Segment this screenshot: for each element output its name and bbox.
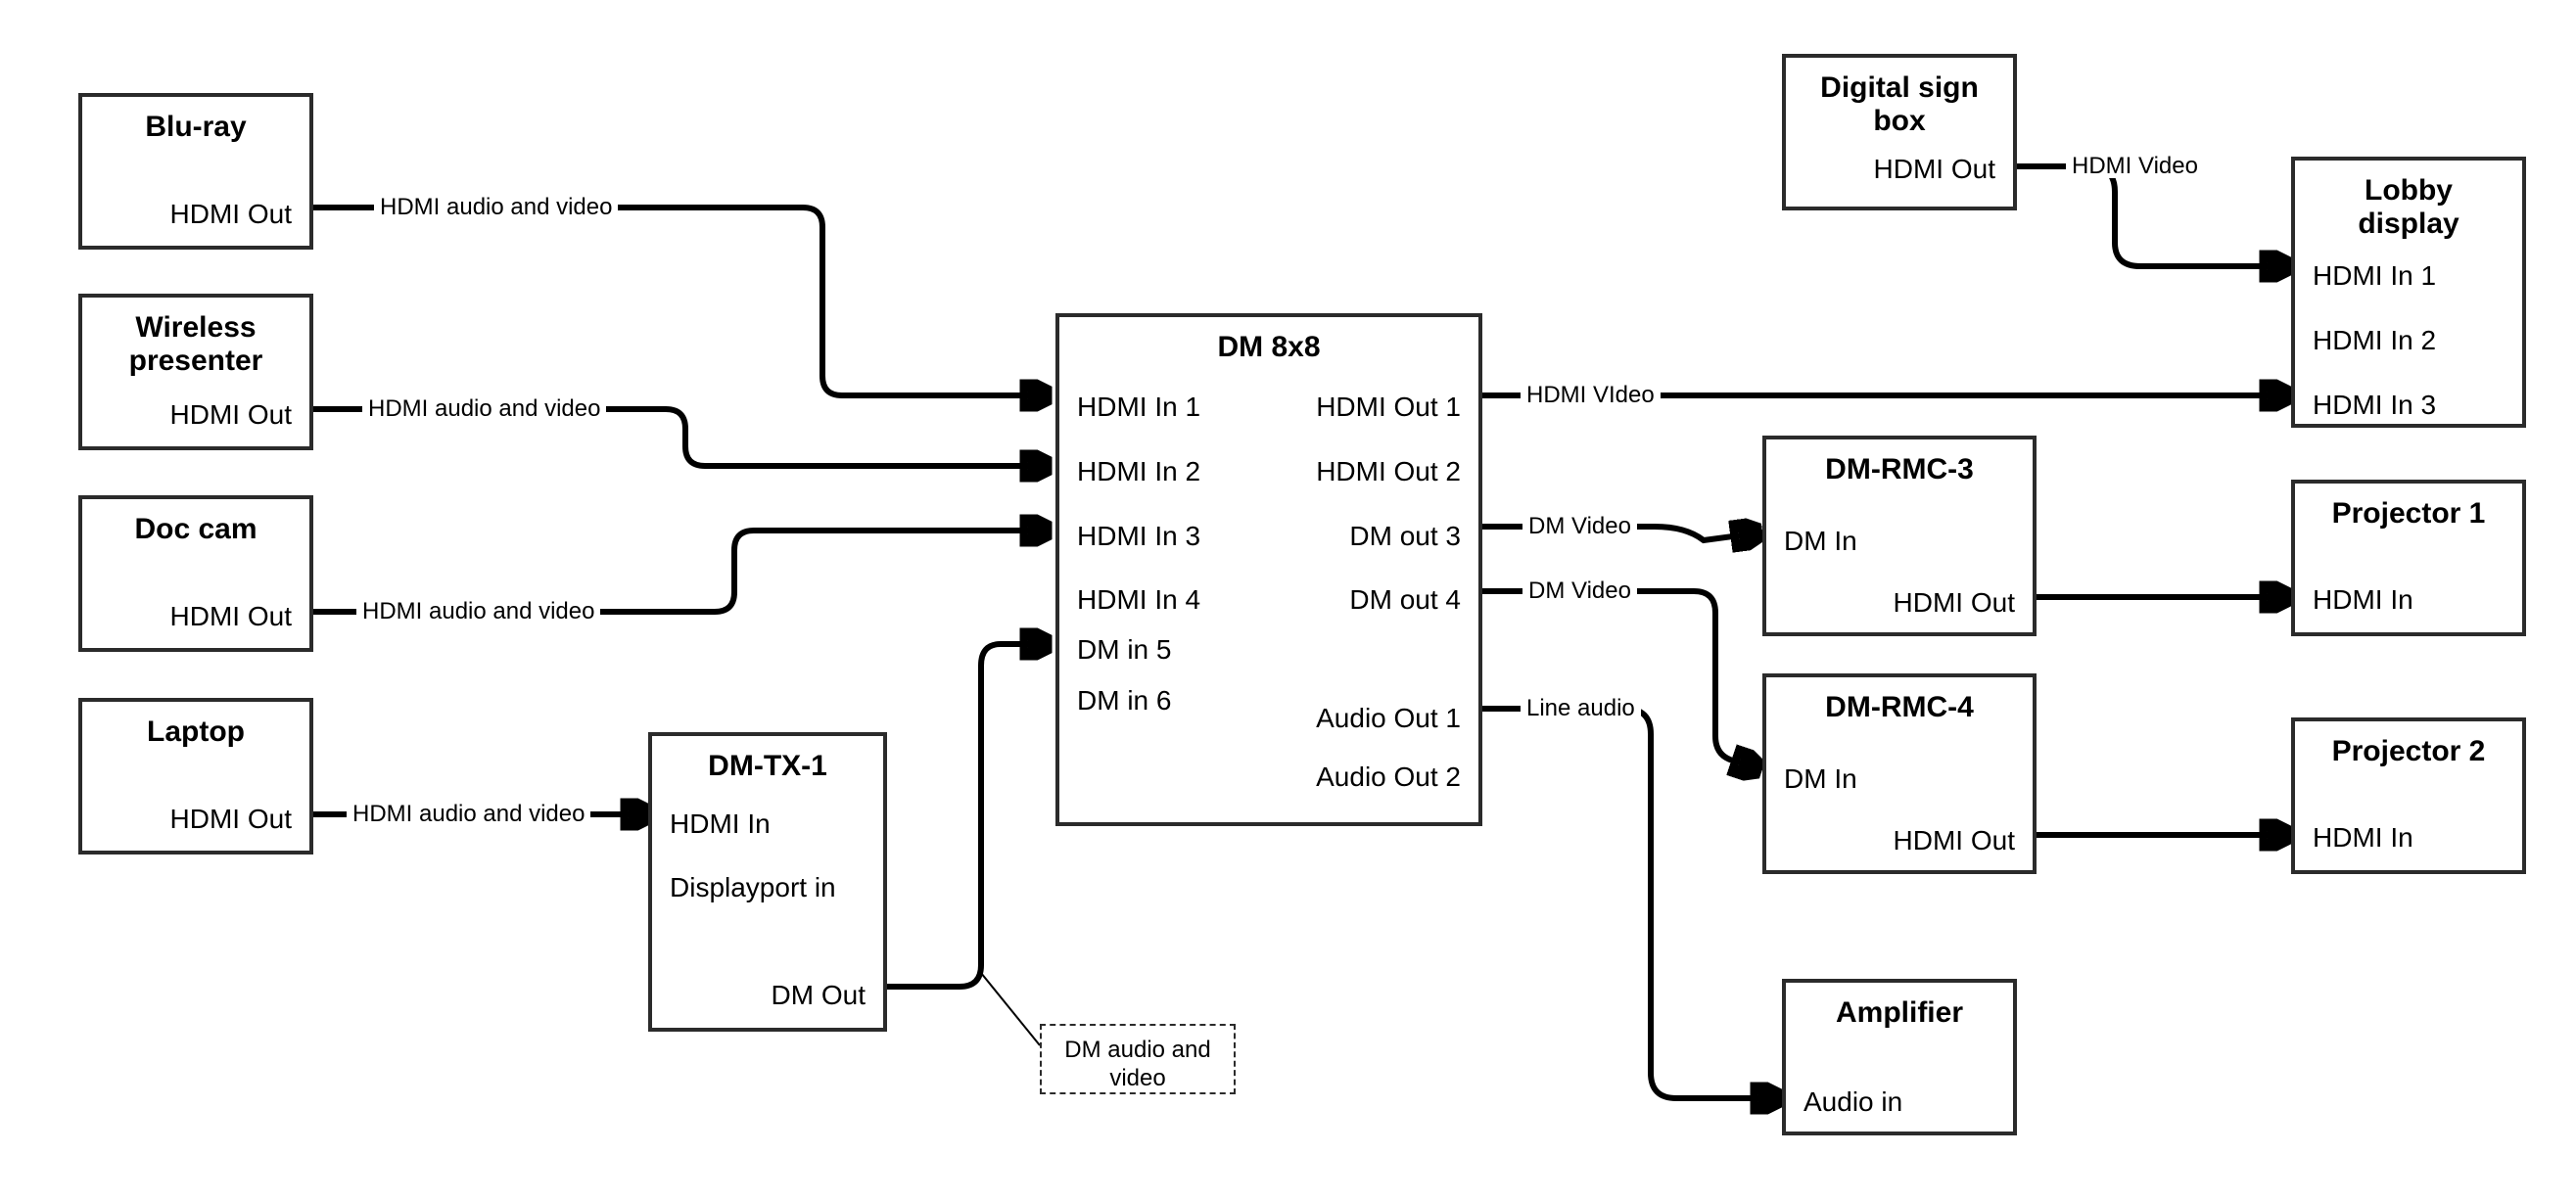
node-projector-1-title: Projector 1 [2331, 497, 2486, 530]
node-amplifier-title: Amplifier [1835, 996, 1964, 1029]
node-dm-8x8-input-6: DM in 6 [1077, 685, 1172, 716]
node-dm-rmc-4-port-hdmi-out: HDMI Out [1893, 825, 2015, 855]
node-digital-sign-box-title: Digital sign box [1820, 71, 1979, 137]
edge-label-dmout3-to-rmc3: DM Video [1522, 515, 1637, 538]
node-dm-8x8-output-5: Audio Out 1 [1316, 703, 1461, 733]
node-bluray-title: Blu-ray [145, 111, 247, 143]
wire-doccam-to-dm-in3 [313, 531, 1044, 615]
node-dm-rmc-3-port-hdmi-out: HDMI Out [1893, 587, 2015, 618]
node-wireless-presenter[interactable]: Wireless presenter HDMI Out [78, 294, 313, 450]
node-dm-8x8-input-2: HDMI In 2 [1077, 456, 1201, 486]
node-wireless-presenter-port-hdmi-out: HDMI Out [169, 399, 292, 430]
node-digital-sign-box-port-hdmi-out: HDMI Out [1873, 154, 1995, 184]
node-dm-tx-1-port-displayport-in: Displayport in [670, 872, 836, 902]
edge-label-hdmiout1-to-lobby: HDMI VIdeo [1521, 384, 1661, 407]
node-dm-tx-1[interactable]: DM-TX-1 HDMI In Displayport in DM Out [648, 732, 887, 1032]
wire-wireless-to-dm-in2 [313, 406, 1044, 466]
node-projector-2-title: Projector 2 [2331, 735, 2486, 767]
edge-label-audioout1-to-amp: Line audio [1521, 697, 1641, 720]
node-bluray-port-hdmi-out: HDMI Out [169, 199, 292, 229]
node-dm-rmc-4[interactable]: DM-RMC-4 DM In HDMI Out [1762, 673, 2037, 874]
edge-label-wireless-to-dm: HDMI audio and video [362, 397, 607, 421]
node-doc-cam[interactable]: Doc cam HDMI Out [78, 495, 313, 652]
node-bluray[interactable]: Blu-ray HDMI Out [78, 93, 313, 250]
node-lobby-display-title: Lobby display [2358, 174, 2459, 240]
node-dm-tx-1-title: DM-TX-1 [708, 750, 827, 782]
node-wireless-presenter-title: Wireless presenter [128, 311, 263, 377]
edge-label-signbox-to-lobby: HDMI Video [2066, 155, 2204, 178]
node-dm-tx-1-port-dm-out: DM Out [771, 980, 866, 1010]
node-dm-8x8-output-2: HDMI Out 2 [1316, 456, 1461, 486]
node-dm-rmc-4-title: DM-RMC-4 [1825, 691, 1974, 723]
node-dm-tx-1-port-hdmi-in: HDMI In [670, 808, 771, 839]
node-dm-8x8-input-3: HDMI In 3 [1077, 521, 1201, 551]
node-doc-cam-title: Doc cam [134, 513, 258, 545]
node-laptop[interactable]: Laptop HDMI Out [78, 698, 313, 855]
node-projector-2-port-hdmi-in: HDMI In [2313, 822, 2413, 853]
node-dm-rmc-3-title: DM-RMC-3 [1825, 453, 1974, 485]
wire-dm-out4-to-rmc4 [1481, 588, 1755, 767]
node-dm-8x8-input-5: DM in 5 [1077, 634, 1172, 665]
callout-leader-line [980, 972, 1041, 1046]
node-dm-8x8-input-1: HDMI In 1 [1077, 392, 1201, 422]
node-projector-1[interactable]: Projector 1 HDMI In [2291, 480, 2526, 636]
wire-bluray-to-dm-in1 [313, 205, 1044, 395]
node-laptop-port-hdmi-out: HDMI Out [169, 804, 292, 834]
edge-label-bluray-to-dm: HDMI audio and video [374, 196, 619, 219]
wire-dm-out3-to-rmc3 [1481, 527, 1755, 540]
node-dm-rmc-3-port-dm-in: DM In [1784, 526, 1857, 556]
node-laptop-title: Laptop [147, 716, 245, 748]
node-lobby-display[interactable]: Lobby display HDMI In 1 HDMI In 2 HDMI I… [2291, 157, 2526, 428]
edge-label-dmout4-to-rmc4: DM Video [1522, 579, 1637, 603]
edge-label-doccam-to-dm: HDMI audio and video [356, 600, 601, 624]
node-dm-8x8-output-6: Audio Out 2 [1316, 762, 1461, 792]
node-dm-8x8-title: DM 8x8 [1217, 331, 1321, 363]
callout-dm-audio-and-video-text: DM audio and video [1064, 1037, 1211, 1092]
edge-label-laptop-to-dmtx1: HDMI audio and video [347, 803, 591, 826]
node-amplifier-port-audio-in: Audio in [1803, 1086, 1903, 1117]
node-dm-8x8-output-1: HDMI Out 1 [1316, 392, 1461, 422]
node-dm-rmc-4-port-dm-in: DM In [1784, 763, 1857, 794]
wire-signbox-to-lobby-in1 [2017, 163, 2283, 266]
node-projector-2[interactable]: Projector 2 HDMI In [2291, 717, 2526, 874]
wire-dm-audioout1-to-amp [1481, 706, 1774, 1098]
node-dm-8x8-output-3: DM out 3 [1349, 521, 1461, 551]
wire-dmtx1-to-dm-in5 [887, 644, 1044, 990]
node-dm-8x8-output-4: DM out 4 [1349, 584, 1461, 615]
node-dm-8x8-input-4: HDMI In 4 [1077, 584, 1201, 615]
node-lobby-display-input-1: HDMI In 1 [2313, 260, 2437, 291]
node-lobby-display-input-2: HDMI In 2 [2313, 325, 2437, 355]
node-digital-sign-box[interactable]: Digital sign box HDMI Out [1782, 54, 2017, 210]
node-lobby-display-input-3: HDMI In 3 [2313, 390, 2437, 420]
callout-dm-audio-and-video: DM audio and video [1040, 1024, 1236, 1094]
node-amplifier[interactable]: Amplifier Audio in [1782, 979, 2017, 1135]
node-dm-8x8[interactable]: DM 8x8 HDMI In 1 HDMI In 2 HDMI In 3 HDM… [1055, 313, 1482, 826]
node-doc-cam-port-hdmi-out: HDMI Out [169, 601, 292, 631]
node-dm-rmc-3[interactable]: DM-RMC-3 DM In HDMI Out [1762, 436, 2037, 636]
node-projector-1-port-hdmi-in: HDMI In [2313, 584, 2413, 615]
